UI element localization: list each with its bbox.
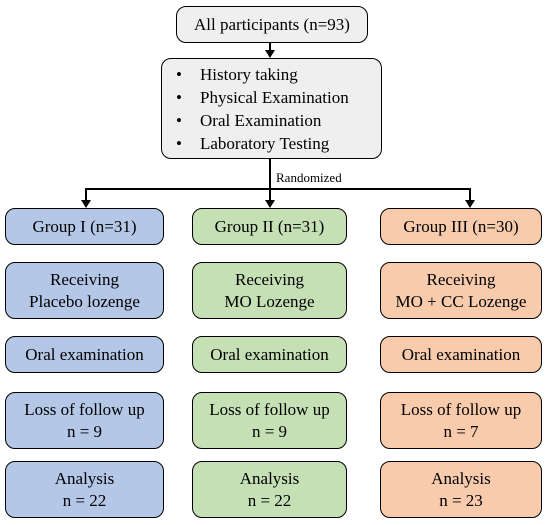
group-1-intervention-line-2: Placebo lozenge bbox=[29, 291, 140, 311]
group-2-intervention-box: Receiving MO Lozenge bbox=[192, 262, 347, 319]
group-1-intervention-line-1: Receiving bbox=[50, 269, 119, 289]
group-3-intervention-line-1: Receiving bbox=[426, 269, 496, 289]
group-3-analysis-count: n = 23 bbox=[439, 490, 483, 510]
group-3-header: Group III (n=30) bbox=[403, 216, 519, 236]
arrow-g1 bbox=[81, 200, 91, 208]
group-1-analysis-count: n = 22 bbox=[62, 490, 107, 510]
screening-item: Oral Examination bbox=[176, 109, 349, 132]
group-2-loss-box: Loss of follow up n = 9 bbox=[192, 392, 347, 449]
screening-item: History taking bbox=[176, 63, 349, 86]
group-2-loss-label: Loss of follow up bbox=[209, 399, 330, 419]
group-3-analysis-box: Analysis n = 23 bbox=[380, 461, 542, 518]
group-2-analysis-count: n = 22 bbox=[247, 490, 292, 510]
arrow-top bbox=[265, 50, 275, 58]
group-3-header-box: Group III (n=30) bbox=[380, 208, 542, 245]
group-3-analysis-label: Analysis bbox=[431, 468, 491, 488]
connector-g1 bbox=[85, 188, 87, 200]
group-1-header-box: Group I (n=31) bbox=[5, 208, 164, 245]
group-2-analysis-box: Analysis n = 22 bbox=[192, 461, 347, 518]
arrow-g2 bbox=[265, 200, 275, 208]
group-3-exam: Oral examination bbox=[401, 344, 521, 364]
group-1-exam: Oral examination bbox=[25, 344, 144, 364]
group-1-exam-box: Oral examination bbox=[5, 336, 164, 373]
group-3-intervention-box: Receiving MO + CC Lozenge bbox=[380, 262, 542, 319]
group-3-loss-label: Loss of follow up bbox=[400, 399, 522, 419]
group-2-analysis-label: Analysis bbox=[239, 468, 300, 488]
group-3-intervention-line-2: MO + CC Lozenge bbox=[395, 291, 527, 311]
group-1-loss-box: Loss of follow up n = 9 bbox=[5, 392, 164, 449]
group-1-header: Group I (n=31) bbox=[32, 216, 137, 236]
arrow-g3 bbox=[465, 200, 475, 208]
group-2-header-box: Group II (n=31) bbox=[192, 208, 347, 245]
group-2-header: Group II (n=31) bbox=[214, 216, 325, 236]
group-1-analysis-box: Analysis n = 22 bbox=[5, 461, 164, 518]
connector-g2 bbox=[269, 188, 271, 200]
group-1-analysis-label: Analysis bbox=[54, 468, 115, 488]
group-2-intervention-line-2: MO Lozenge bbox=[224, 291, 315, 311]
screening-item: Physical Examination bbox=[176, 86, 349, 109]
connector-g3 bbox=[469, 188, 471, 200]
group-3-exam-box: Oral examination bbox=[380, 336, 542, 373]
group-2-exam-box: Oral examination bbox=[192, 336, 347, 373]
group-1-loss-count: n = 9 bbox=[66, 421, 103, 441]
group-1-intervention-box: Receiving Placebo lozenge bbox=[5, 262, 164, 319]
group-3-loss-count: n = 7 bbox=[443, 421, 479, 441]
group-3-loss-box: Loss of follow up n = 7 bbox=[380, 392, 542, 449]
screening-box: History taking Physical Examination Oral… bbox=[161, 58, 382, 159]
screening-item: Laboratory Testing bbox=[176, 132, 349, 155]
group-2-loss-count: n = 9 bbox=[251, 421, 288, 441]
connector-screen bbox=[269, 158, 271, 188]
group-2-intervention-line-1: Receiving bbox=[235, 269, 304, 289]
group-2-exam: Oral examination bbox=[210, 344, 329, 364]
group-1-loss-label: Loss of follow up bbox=[24, 399, 145, 419]
connector-top bbox=[269, 42, 271, 50]
connector-split bbox=[85, 188, 470, 190]
randomized-label: Randomized bbox=[276, 170, 342, 185]
screening-list: History taking Physical Examination Oral… bbox=[176, 63, 349, 155]
all-participants-label: All participants (n=93) bbox=[194, 14, 350, 34]
all-participants-box: All participants (n=93) bbox=[176, 6, 368, 43]
